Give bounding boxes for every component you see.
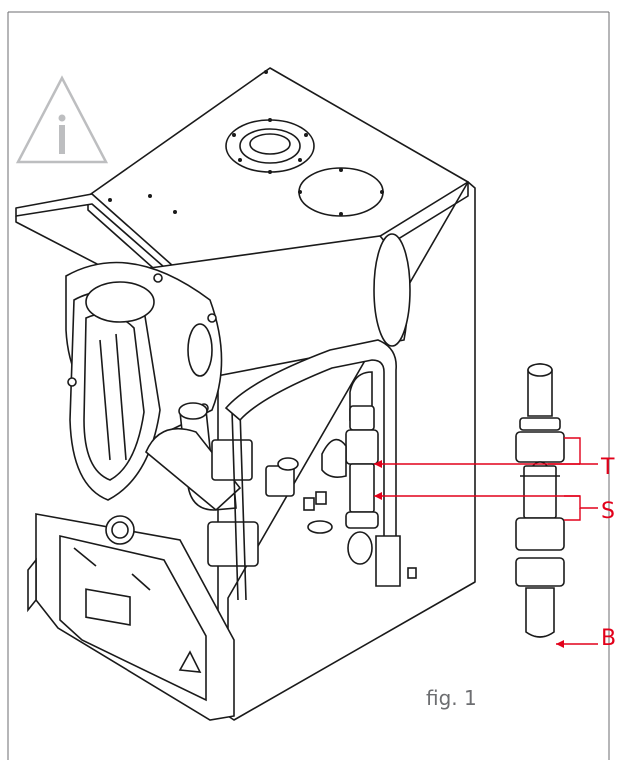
- page-frame: [7, 11, 610, 760]
- info-icon: [15, 75, 109, 164]
- burner-assembly: [65, 261, 223, 501]
- top-screws: [108, 70, 384, 216]
- figure-caption: fig. 1: [426, 686, 477, 710]
- installed-filter: [321, 405, 401, 587]
- callout-label-b: B: [601, 626, 617, 651]
- control-panel: [27, 513, 235, 721]
- callout-arrowheads: [374, 460, 564, 648]
- callout-label-s: S: [601, 499, 615, 524]
- detached-filter-assembly: [515, 363, 565, 638]
- gas-valve: [207, 409, 417, 601]
- callout-label-t: T: [601, 455, 615, 480]
